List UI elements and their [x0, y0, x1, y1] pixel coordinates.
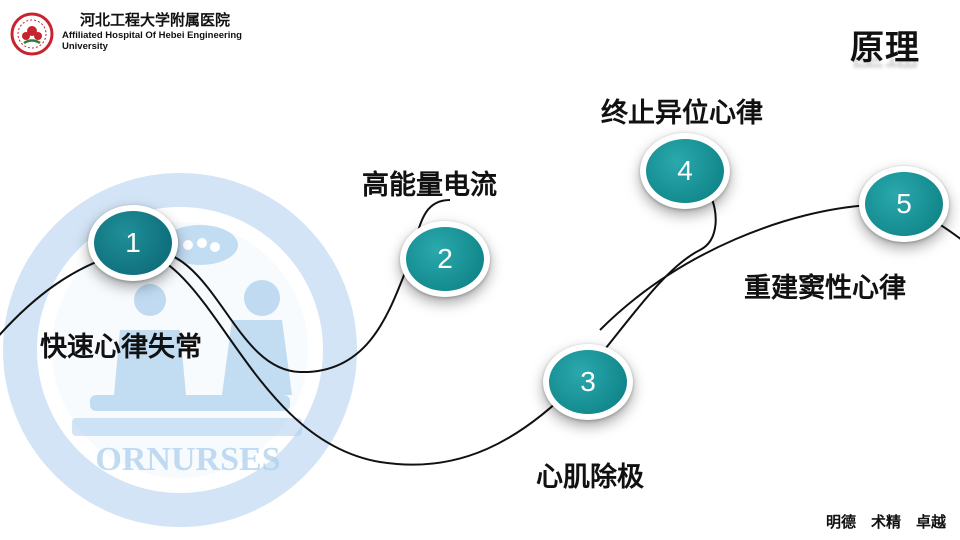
hospital-name-en: Affiliated Hospital Of Hebei Engineering…: [62, 31, 272, 53]
step-node-4: 4: [640, 133, 730, 209]
watermark-text: ORNURSES: [95, 441, 280, 478]
step-number-4: 4: [646, 139, 724, 203]
step-node-5: 5: [859, 166, 949, 242]
step-label-5: 重建窦性心律: [744, 266, 906, 305]
step-label-2: 高能量电流: [362, 163, 497, 202]
footer-motto: 明德 术精 卓越: [826, 511, 946, 532]
step-label-3: 心肌除极: [536, 455, 644, 494]
step-number-3: 3: [549, 350, 627, 414]
step-label-1: 快速心律失常: [40, 325, 202, 364]
step-node-2: 2: [400, 221, 490, 297]
step-node-1: 1: [88, 205, 178, 281]
title-block: 原理 原理: [850, 20, 920, 79]
slide-title-reflection: 原理: [850, 57, 920, 79]
step-number-1: 1: [94, 211, 172, 275]
step-node-3: 3: [543, 344, 633, 420]
hospital-logo-icon: [10, 12, 54, 56]
hospital-name-cn: 河北工程大学附属医院: [80, 12, 272, 29]
hospital-header: 河北工程大学附属医院 Affiliated Hospital Of Hebei …: [10, 12, 272, 56]
step-number-5: 5: [865, 172, 943, 236]
step-number-2: 2: [406, 227, 484, 291]
step-label-4: 终止异位心律: [601, 91, 763, 130]
